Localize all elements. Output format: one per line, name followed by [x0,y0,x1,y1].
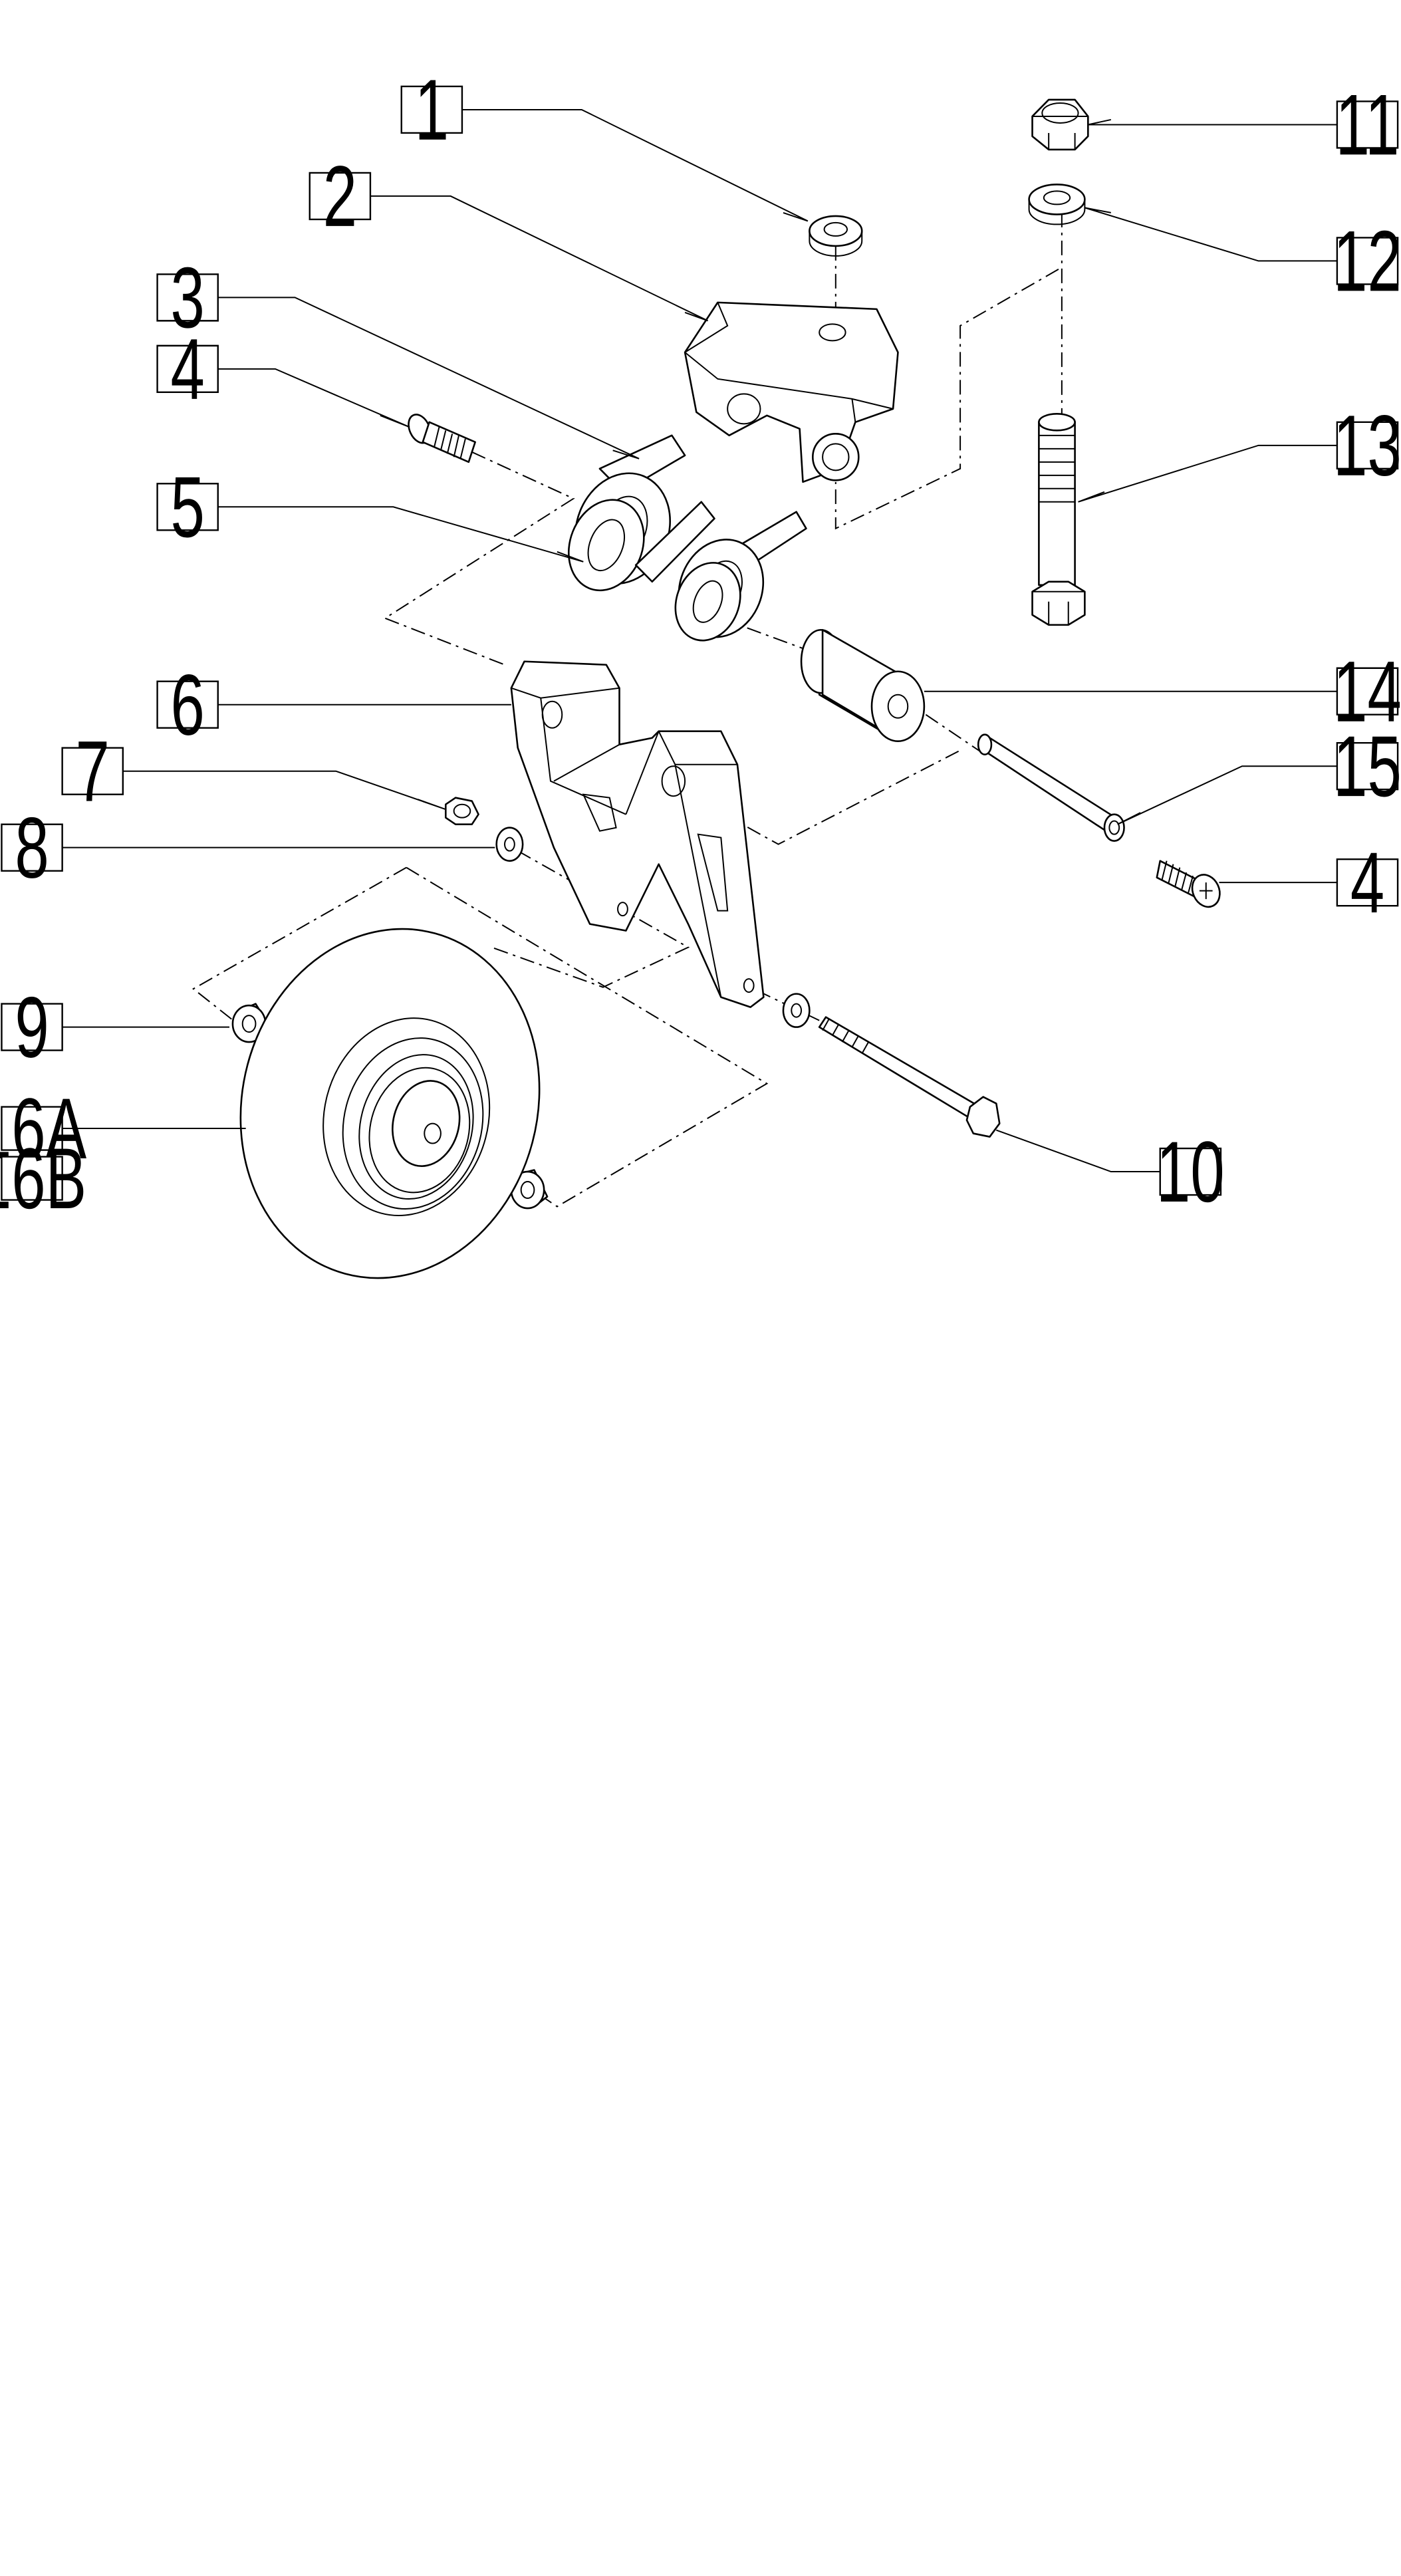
callout-label-15: 15 [1333,718,1401,815]
callout-10: 10 [1156,1123,1225,1220]
callout-box-16b [1,1157,62,1200]
callout-label-2: 2 [323,148,357,244]
callout-3: 3 [158,249,218,346]
callout-box-12 [1337,237,1398,284]
callout-2: 2 [310,148,370,245]
callout-12: 12 [1333,213,1401,309]
callout-box-7 [63,748,123,795]
callout-label-13: 13 [1333,397,1401,493]
callout-5: 5 [158,459,218,555]
fork-housing-part-2 [685,303,898,482]
axle-tube-part-15 [978,735,1124,841]
callout-box-10 [1160,1148,1221,1195]
hex-nut-part-11 [1033,100,1088,150]
callout-box-2 [310,173,370,219]
callout-box-16a [1,1107,62,1150]
screw-part-4-upper [404,411,475,462]
screw-part-4-lower [1157,861,1225,912]
callout-7: 7 [63,723,123,819]
callout-label-9: 9 [15,979,49,1075]
callout-box-8 [1,825,62,871]
wheel-part-16 [203,894,578,1312]
washer-part-12 [1029,184,1085,224]
callout-box-15 [1337,743,1398,789]
callout-4b: 4 [1337,835,1398,931]
washer-part-1 [809,216,862,256]
torsion-spring-part-5 [664,512,806,650]
callout-box-3 [158,274,218,321]
callout-11: 11 [1336,76,1400,173]
washer-part-8 [497,828,523,861]
callout-label-4a: 4 [171,321,205,417]
callout-box-14 [1337,668,1398,715]
axle-bolt-part-10 [819,1017,999,1137]
callout-4a: 4 [158,321,218,418]
callout-box-4b [1337,859,1398,906]
callout-16b: 16B [0,1130,86,1227]
nut-part-7 [446,798,478,825]
callout-label-16b: 16B [0,1130,86,1226]
callout-box-9 [1,1004,62,1051]
callout-label-14: 14 [1333,643,1401,739]
callout-label-7: 7 [76,723,110,819]
wheel-spacer-part-9b [511,1170,547,1208]
callout-label-12: 12 [1333,213,1401,309]
washer-axle [783,994,809,1027]
callout-label-11: 11 [1336,76,1400,173]
pivot-bolt-part-13 [1033,414,1085,624]
callout-label-10: 10 [1156,1123,1225,1220]
callout-8: 8 [1,799,62,896]
callout-label-8: 8 [15,799,49,896]
callout-box-11 [1337,101,1398,148]
torsion-spring-part-3 [556,436,715,602]
callout-label-5: 5 [171,459,205,555]
callout-6: 6 [158,656,218,753]
callout-box-5 [158,483,218,530]
callout-9: 9 [1,979,62,1075]
callout-14: 14 [1333,643,1401,739]
callout-box-1 [402,86,462,133]
leader-lines [63,110,1337,1172]
callout-label-4b: 4 [1350,835,1384,931]
bushing-part-14 [801,630,924,741]
callout-box-6 [158,682,218,728]
bracket-part-6 [511,662,764,1007]
callout-label-3: 3 [171,249,205,346]
callout-label-6: 6 [171,656,205,753]
callout-13: 13 [1333,397,1401,493]
callout-box-4a [158,346,218,392]
callout-15: 15 [1333,718,1401,815]
callout-box-13 [1337,422,1398,469]
callout-1: 1 [402,61,462,158]
callout-label-1: 1 [415,61,449,158]
